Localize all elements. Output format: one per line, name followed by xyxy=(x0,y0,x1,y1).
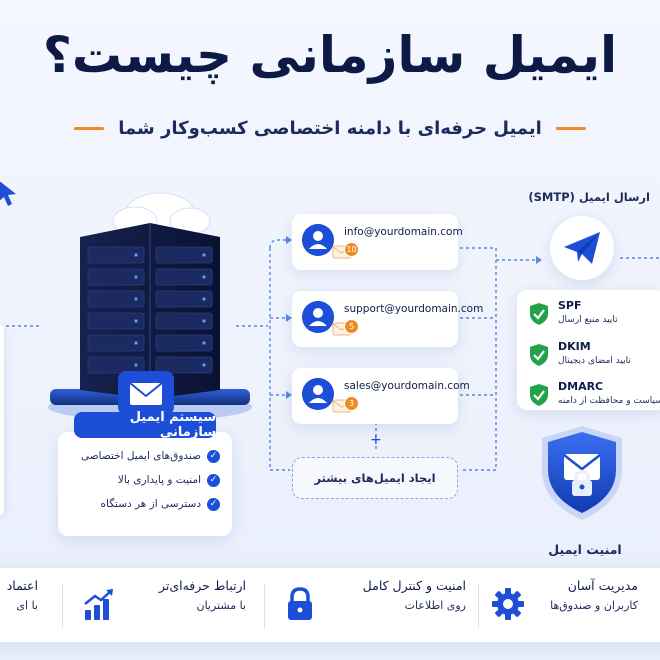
feature-title: مدیریت آسان xyxy=(567,578,638,593)
create-more-emails-button[interactable]: ایجاد ایمیل‌های بیشتر xyxy=(292,457,458,499)
gear-icon xyxy=(492,588,524,620)
cursor-icon xyxy=(0,181,16,206)
auth-item-dkim: DKIM تایید امضای دیجیتال xyxy=(528,339,658,373)
feature-security-control: امنیت و کنترل کامل روی اطلاعات xyxy=(326,578,466,634)
feature-trust: اعتماد با ای xyxy=(0,578,38,634)
email-security-shield-icon xyxy=(542,426,622,520)
user-icon xyxy=(302,378,334,410)
email-security-label: امنیت ایمیل xyxy=(548,542,622,557)
feature-title: اعتماد xyxy=(6,578,38,593)
auth-item-spf: SPF تایید منبع ارسال xyxy=(528,298,658,332)
system-feature-text: صندوق‌های ایمیل اختصاصی xyxy=(80,450,201,462)
bottom-feature-bar xyxy=(0,568,660,642)
subtitle-dash-left xyxy=(74,127,105,130)
system-feature-item: ✓ دسترسی از هر دستگاه xyxy=(70,492,220,516)
system-card xyxy=(58,432,232,536)
check-icon: ✓ xyxy=(207,497,220,511)
auth-desc: تایید امضای دیجیتال xyxy=(558,356,631,366)
divider xyxy=(478,584,479,628)
page-title: ایمیل سازمانی چیست؟ xyxy=(42,26,618,84)
mailbox-card-sales[interactable]: sales@yourdomain.com 3 xyxy=(292,368,470,424)
user-icon xyxy=(302,301,334,333)
mailbox-card-info[interactable]: info@yourdomain.com 10 xyxy=(292,214,463,270)
system-feature-item: ✓ صندوق‌های ایمیل اختصاصی xyxy=(70,444,220,468)
mailbox-card-support[interactable]: support@yourdomain.com 5 xyxy=(292,291,483,347)
unread-count-badge: 10 xyxy=(344,242,359,257)
left-panel-edge xyxy=(0,325,4,515)
growth-chart-icon xyxy=(84,589,113,620)
mailbox-address: support@yourdomain.com xyxy=(344,303,484,315)
feature-sub: کاربران و صندوق‌ها xyxy=(550,599,638,612)
check-icon: ✓ xyxy=(207,449,220,463)
feature-sub: روی اطلاعات xyxy=(404,599,466,612)
system-feature-item: ✓ امنیت و پایداری بالا xyxy=(70,468,220,492)
auth-desc: سیاست و محافظت از دامنه xyxy=(558,396,660,406)
feature-easy-management: مدیریت آسان کاربران و صندوق‌ها xyxy=(538,578,638,634)
system-feature-list: ✓ صندوق‌های ایمیل اختصاصی ✓ امنیت و پاید… xyxy=(70,444,220,516)
unread-count-badge: 3 xyxy=(344,396,359,411)
feature-title: امنیت و کنترل کامل xyxy=(362,578,466,593)
feature-title: ارتباط حرفه‌ای‌تر xyxy=(158,578,246,593)
subtitle-dash-right xyxy=(555,127,586,130)
divider xyxy=(264,584,265,628)
system-feature-text: دسترسی از هر دستگاه xyxy=(100,498,201,510)
auth-name: SPF xyxy=(558,299,582,312)
server-illustration xyxy=(48,192,252,421)
shield-check-icon xyxy=(530,384,548,406)
subtitle-row: ایمیل حرفه‌ای با دامنه اختصاصی کسب‌وکار … xyxy=(0,118,660,139)
check-icon: ✓ xyxy=(207,473,220,487)
svg-text:+: + xyxy=(370,432,382,448)
auth-desc: تایید منبع ارسال xyxy=(558,315,618,325)
unread-count-badge: 5 xyxy=(344,319,359,334)
feature-sub: با مشتریان xyxy=(196,599,247,612)
mailbox-address: sales@yourdomain.com xyxy=(344,380,470,392)
system-title: سیستم ایمیل سازمانی xyxy=(74,410,216,440)
auth-item-dmarc: DMARC سیاست و محافظت از دامنه xyxy=(528,379,660,413)
user-icon xyxy=(302,224,334,256)
system-feature-text: امنیت و پایداری بالا xyxy=(117,474,201,486)
shield-check-icon xyxy=(530,344,548,366)
paper-plane-icon xyxy=(550,216,614,280)
smtp-label: ارسال ایمیل (SMTP) xyxy=(528,190,650,204)
feature-sub: با ای xyxy=(16,599,38,612)
mailbox-address: info@yourdomain.com xyxy=(344,226,463,238)
lock-icon xyxy=(288,587,312,620)
page-subtitle: ایمیل حرفه‌ای با دامنه اختصاصی کسب‌وکار … xyxy=(118,118,542,139)
auth-name: DMARC xyxy=(558,380,604,393)
auth-name: DKIM xyxy=(558,340,591,353)
divider xyxy=(62,584,63,628)
feature-professional-communication: ارتباط حرفه‌ای‌تر با مشتریان xyxy=(126,578,246,634)
shield-check-icon xyxy=(530,303,548,325)
